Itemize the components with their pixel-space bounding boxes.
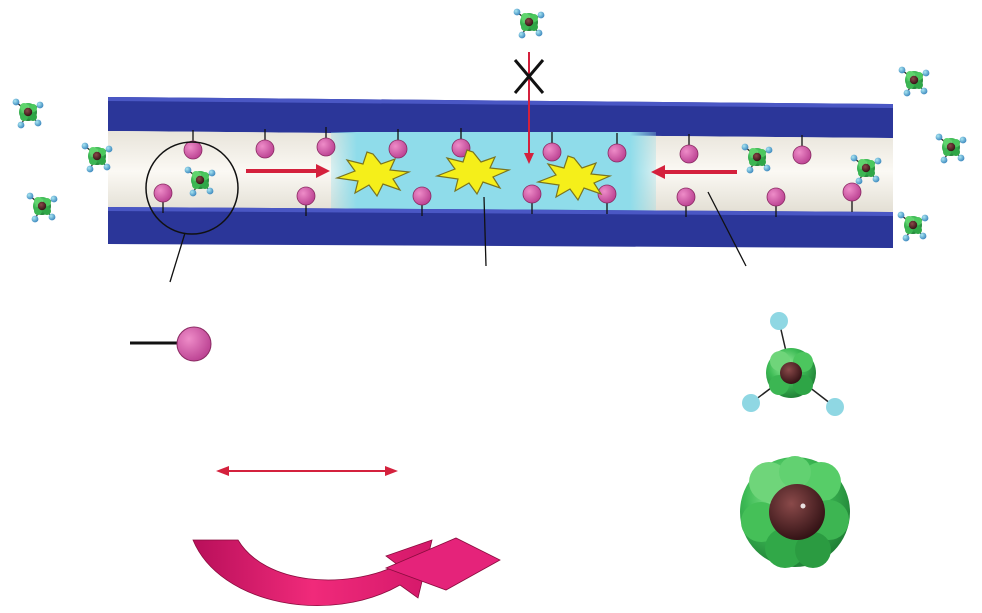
nanoparticle (896, 211, 930, 242)
channel-top-wall (108, 97, 893, 138)
ligand (451, 138, 471, 158)
flow-arrows (246, 52, 737, 179)
ligand (296, 186, 316, 206)
core-shell-nanoparticle-icon (740, 456, 850, 568)
ligand (153, 183, 173, 203)
ligand-lollipop-icon (130, 326, 212, 362)
ligand (766, 187, 786, 207)
ligands (153, 127, 862, 217)
nanoparticle (512, 8, 546, 40)
ligand (679, 144, 699, 164)
flow-arrow-left (651, 165, 737, 179)
ligand (522, 184, 542, 204)
double-arrow (216, 466, 398, 476)
nanoparticle (934, 133, 968, 164)
ligand (842, 182, 862, 202)
ligand (542, 142, 562, 162)
ligand (388, 139, 408, 159)
nanoparticle (26, 192, 59, 223)
ligand (255, 139, 275, 159)
nanoparticle (80, 142, 114, 173)
channel-bottom-wall (108, 207, 893, 248)
highlight-circle (145, 141, 239, 235)
vertical-arrow (524, 52, 534, 164)
ligand (316, 137, 336, 157)
curved-arrow (192, 537, 501, 606)
x-mark-icon (513, 59, 545, 94)
ligand (792, 145, 812, 165)
ligand (597, 184, 617, 204)
flow-arrow-right (246, 164, 330, 178)
ligand (676, 187, 696, 207)
ligand (607, 143, 627, 163)
ligand (183, 140, 203, 160)
ligand (412, 186, 432, 206)
nanoparticle (12, 97, 45, 129)
nanoparticle-icon (742, 312, 844, 416)
nanoparticle (897, 65, 931, 98)
callout-lines (169, 191, 747, 283)
